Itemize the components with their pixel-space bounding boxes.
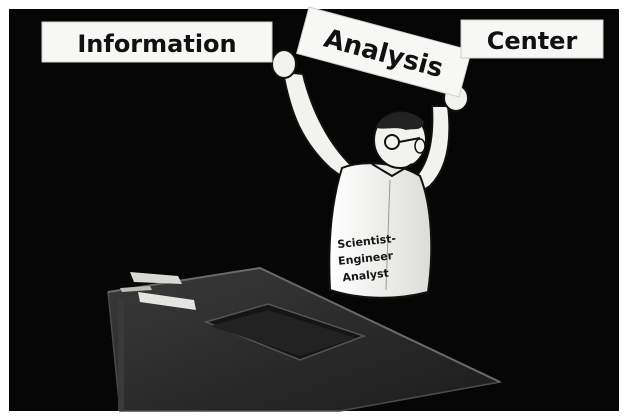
sign-center: Center xyxy=(460,19,604,59)
paper-on-desk xyxy=(130,272,182,284)
coat-label-line1: Scientist- xyxy=(337,232,397,251)
pen-on-desk xyxy=(138,292,196,310)
left-hand xyxy=(271,49,297,79)
sign-information: Information xyxy=(41,21,273,63)
coat-label-line3: Analyst xyxy=(342,267,390,285)
analyst-figure: Scientist- Engineer Analyst xyxy=(271,49,469,299)
coat-label-line2: Engineer xyxy=(338,249,395,268)
sign-center-text: Center xyxy=(487,27,578,55)
desk xyxy=(107,266,503,412)
sign-information-text: Information xyxy=(77,30,236,58)
